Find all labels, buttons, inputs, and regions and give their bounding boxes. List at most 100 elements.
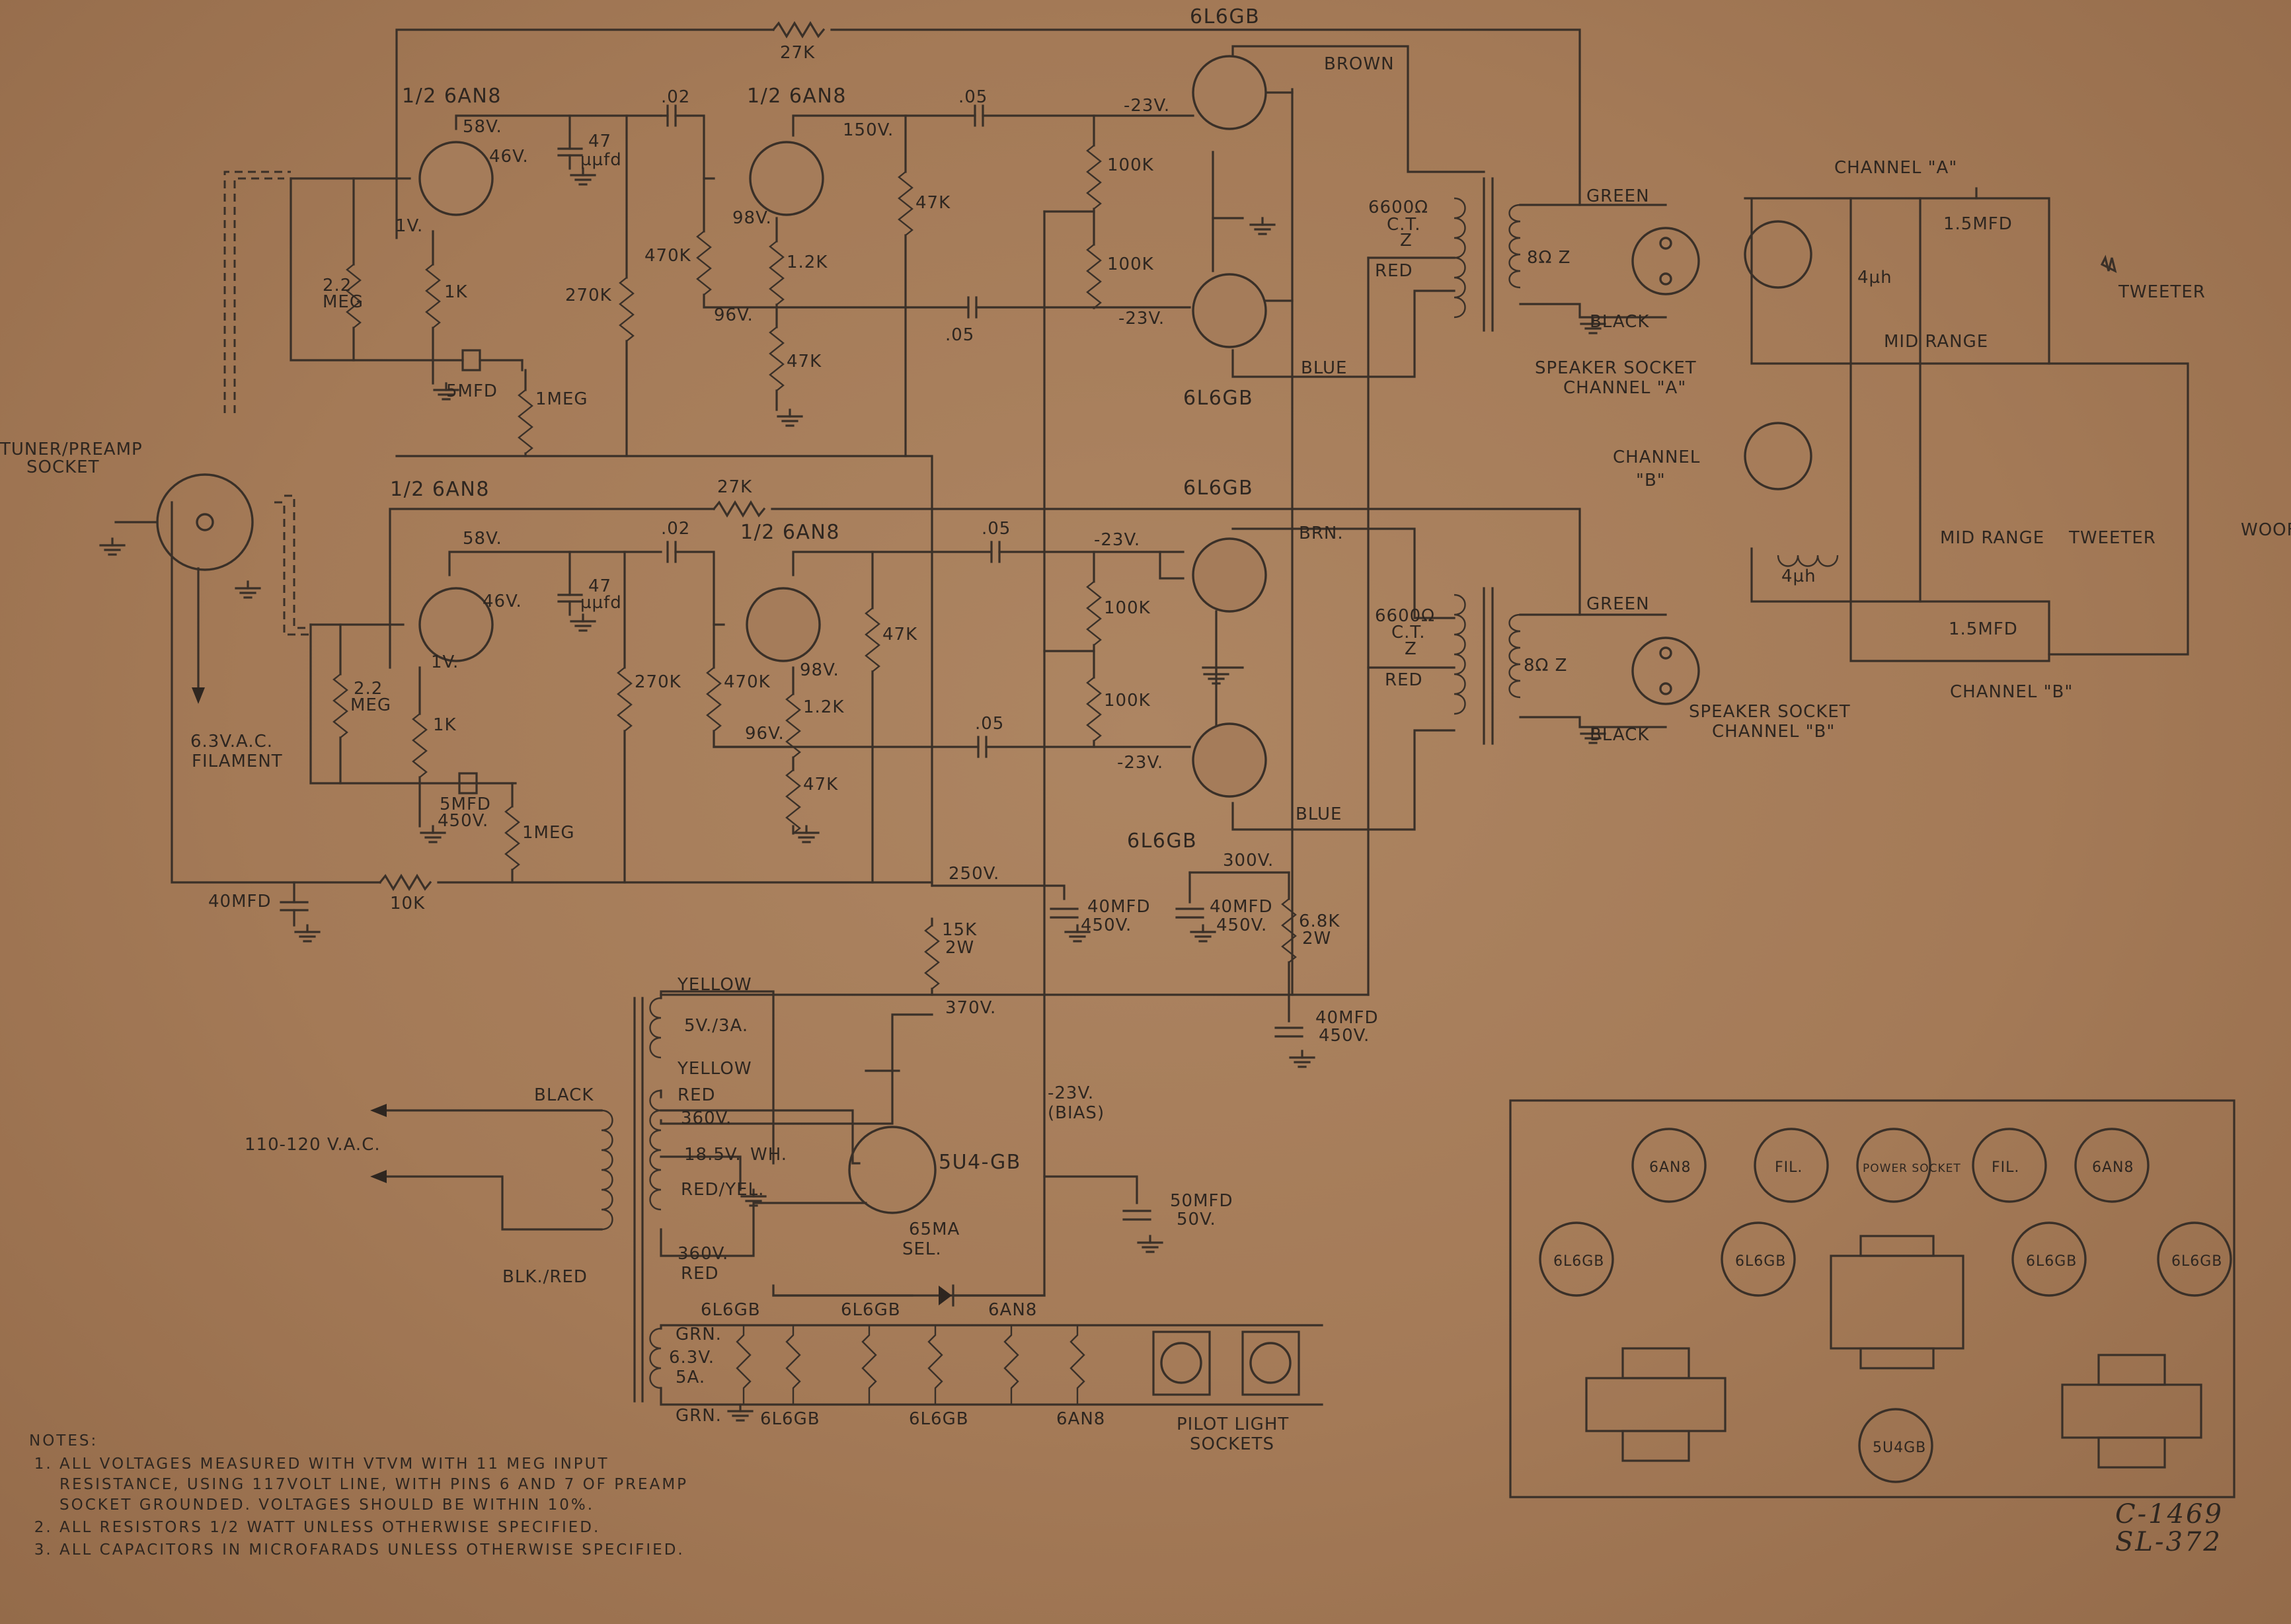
mains-label: 110-120 V.A.C. xyxy=(245,1135,381,1155)
green-lead-b: GREEN xyxy=(1586,594,1650,614)
notes-title: NOTES: xyxy=(29,1432,98,1450)
r22meg-b-2: MEG xyxy=(350,695,391,715)
black-lead-a: BLACK xyxy=(1590,312,1649,332)
c5mfd-b-1: 5MFD xyxy=(440,794,491,814)
bias-1: -23V. xyxy=(1048,1083,1094,1103)
vm23-b-2: -23V. xyxy=(1117,753,1163,773)
r1meg-a: 1MEG xyxy=(535,389,588,409)
ohm8-a: 8Ω Z xyxy=(1527,248,1571,268)
notes-list: ALL VOLTAGES MEASURED WITH VTVM WITH 11 … xyxy=(29,1454,710,1561)
speaker-b-label-1: SPEAKER SOCKET xyxy=(1689,702,1851,722)
c5mfd-a: 5MFD xyxy=(446,381,498,401)
ct-a: C.T. xyxy=(1387,215,1420,235)
ohm6600-a: 6600Ω xyxy=(1368,198,1428,217)
tube-6l6-label-4: 6L6GB xyxy=(1127,830,1197,853)
vm23-b-1: -23V. xyxy=(1094,530,1140,550)
v46-a: 46V. xyxy=(489,147,529,167)
channel-a-title: CHANNEL "A" xyxy=(1834,158,1957,178)
r22meg-a-2: MEG xyxy=(323,292,364,312)
panel-power-socket: POWER SOCKET xyxy=(1863,1162,1961,1175)
r100k-a-1: 100K xyxy=(1107,155,1154,175)
red-sec-2: RED xyxy=(681,1264,719,1284)
heater-top-3: 6AN8 xyxy=(988,1300,1037,1320)
rect-label-2: SEL. xyxy=(902,1239,942,1259)
r470k-a: 470K xyxy=(644,246,691,266)
grn-1: GRN. xyxy=(676,1325,722,1344)
r68k-1: 6.8K xyxy=(1299,911,1340,931)
c47-b-2: µµfd xyxy=(580,593,622,613)
panel-6an8-2: 6AN8 xyxy=(2092,1159,2134,1176)
vm23-a-1: -23V. xyxy=(1124,96,1170,116)
tube-symbols xyxy=(99,55,1267,798)
fil-sec-2: 5A. xyxy=(676,1368,705,1387)
yellow-2: YELLOW xyxy=(677,1059,752,1079)
green-lead-a: GREEN xyxy=(1586,186,1650,206)
c47-b-1: 47 xyxy=(588,576,611,596)
filament-label-2: FILAMENT xyxy=(192,752,283,771)
pilot-2: SOCKETS xyxy=(1190,1434,1274,1454)
tube-5u4-label: 5U4-GB xyxy=(939,1151,1021,1174)
v150-a: 150V. xyxy=(843,120,894,140)
power-supply xyxy=(370,990,1323,1422)
note-item: ALL CAPACITORS IN MICROFARADS UNLESS OTH… xyxy=(59,1540,710,1561)
v185: 18.5V. xyxy=(684,1145,742,1165)
r27k-label-b: 27K xyxy=(717,477,752,497)
heater-bot-2: 6L6GB xyxy=(909,1409,969,1429)
chassis-layout-panel xyxy=(1509,1099,2235,1498)
channel-a-wiring xyxy=(395,20,1700,996)
c40-450-a-2: 450V. xyxy=(1081,915,1132,935)
note-item: ALL RESISTORS 1/2 WATT UNLESS OTHERWISE … xyxy=(59,1518,710,1538)
r12k-a: 1.2K xyxy=(787,252,828,272)
r100k-b-2: 100K xyxy=(1104,691,1151,711)
r22meg-a-1: 2.2 xyxy=(323,276,352,295)
v96-b: 96V. xyxy=(745,724,785,744)
panel-fil-2: FIL. xyxy=(1992,1159,2019,1176)
ohm8-b: 8Ω Z xyxy=(1524,656,1568,676)
r68k-2: 2W xyxy=(1302,929,1331,948)
mid-range-a: MID RANGE xyxy=(1884,332,1988,352)
z-b: Z xyxy=(1405,639,1417,659)
c15-a: 1.5MFD xyxy=(1943,214,2013,234)
tuner-socket-label-1: TUNER/PREAMP xyxy=(0,440,143,459)
heater-top-1: 6L6GB xyxy=(701,1300,761,1320)
v58-b: 58V. xyxy=(463,529,502,549)
v360-2: 360V. xyxy=(678,1244,728,1264)
uh4-a: 4µh xyxy=(1857,268,1892,288)
vm23-a-2: -23V. xyxy=(1118,309,1165,329)
panel-6l6-4: 6L6GB xyxy=(2171,1253,2222,1270)
v1-a: 1V. xyxy=(395,216,423,236)
red-lead-a: RED xyxy=(1375,261,1413,281)
r47k-a: 47K xyxy=(787,352,822,371)
drawing-number: C-1469 SL-372 xyxy=(2115,1500,2224,1556)
panel-6l6-3: 6L6GB xyxy=(2026,1253,2077,1270)
heater-bot-3: 6AN8 xyxy=(1056,1409,1105,1429)
c05-a-2: .05 xyxy=(945,325,974,345)
c40-filter: 40MFD xyxy=(208,892,272,911)
heater-top-2: 6L6GB xyxy=(841,1300,901,1320)
v58-a: 58V. xyxy=(463,117,502,137)
v1-b: 1V. xyxy=(431,652,459,672)
channel-b-wiring xyxy=(389,500,1700,884)
r270k-b: 270K xyxy=(635,672,681,692)
c40-450-b-2: 450V. xyxy=(1216,915,1267,935)
r470k-b: 470K xyxy=(724,672,771,692)
r10k: 10K xyxy=(390,894,425,913)
channel-b-title-3: CHANNEL "B" xyxy=(1950,682,2073,702)
channel-b-input xyxy=(274,494,520,884)
power-rails xyxy=(171,501,1370,1297)
c47-a-1: 47 xyxy=(588,132,611,151)
tube-v1b-label: 1/2 6AN8 xyxy=(390,478,490,501)
woofer: WOOFER xyxy=(2241,520,2291,540)
tube-v1a-label: 1/2 6AN8 xyxy=(402,85,502,108)
red-lead-b: RED xyxy=(1385,670,1423,690)
r47k-b: 47K xyxy=(803,775,838,794)
z-a: Z xyxy=(1400,231,1413,251)
c40-450-a-1: 40MFD xyxy=(1087,897,1151,917)
red-yel: RED/YEL. xyxy=(681,1180,764,1200)
r15k-1: 15K xyxy=(942,920,977,940)
tube-6l6-label-2: 6L6GB xyxy=(1183,387,1253,410)
note-item: ALL VOLTAGES MEASURED WITH VTVM WITH 11 … xyxy=(59,1454,710,1516)
speaker-a-label-1: SPEAKER SOCKET xyxy=(1535,358,1697,378)
v370: 370V. xyxy=(945,998,996,1018)
